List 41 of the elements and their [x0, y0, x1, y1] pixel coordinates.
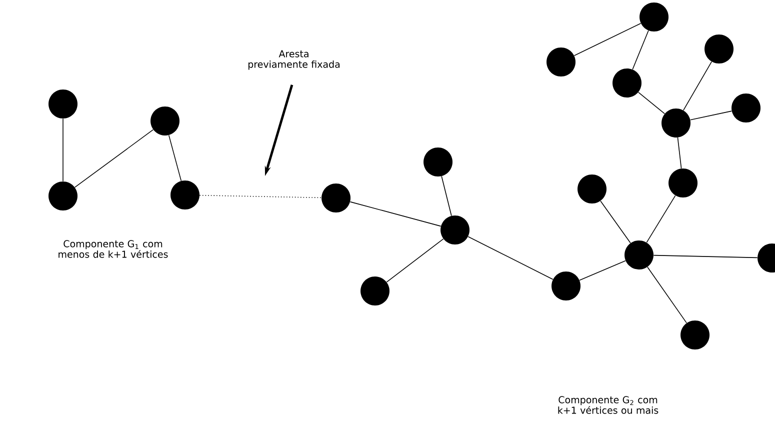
edge-line — [168, 134, 182, 182]
component-caption: Componente G$_{1}$ com menos de k+1 vértices — [58, 240, 168, 258]
vertex-dot — [612, 68, 642, 98]
vertex-dot — [732, 94, 761, 122]
vertex-dot — [624, 240, 654, 270]
edge-line — [468, 236, 554, 280]
edge-line — [677, 137, 682, 169]
edge-line — [600, 200, 631, 244]
vertex-dot — [48, 90, 78, 118]
edge-line — [653, 254, 758, 258]
edge-line — [647, 266, 687, 324]
edge-line — [690, 110, 732, 120]
edge-line — [74, 129, 154, 188]
vertex-dot — [170, 180, 200, 210]
vertex-dot — [48, 182, 78, 210]
component-caption: Componente G$_{2}$ com k+1 vértices ou mais — [558, 396, 658, 414]
vertex-dot — [150, 106, 180, 136]
vertex-dot — [668, 168, 698, 198]
edge-line — [632, 30, 649, 70]
vertex-dot — [360, 276, 390, 306]
edge-line — [441, 176, 452, 216]
edge-line — [386, 238, 444, 282]
vertex-dot — [704, 34, 734, 64]
vertex-dot — [680, 320, 710, 350]
vertex-dot — [424, 148, 452, 176]
vertex-dot — [552, 272, 580, 300]
vertex-dot — [546, 48, 576, 76]
vertex-dot — [640, 2, 669, 32]
vertex-dot — [578, 174, 606, 204]
edge-line — [574, 23, 642, 56]
vertex-dot — [322, 184, 350, 212]
edge-line — [579, 260, 626, 281]
dotted-edge — [199, 194, 322, 198]
edge-line — [350, 201, 442, 227]
edge-line — [646, 195, 676, 243]
vertex-dot — [662, 108, 691, 138]
edge-line — [638, 92, 666, 114]
edge-line — [62, 118, 64, 182]
vertex-dot — [440, 216, 470, 244]
edge-line — [683, 61, 712, 111]
annotation-text: Aresta previamente fixada — [248, 50, 340, 70]
